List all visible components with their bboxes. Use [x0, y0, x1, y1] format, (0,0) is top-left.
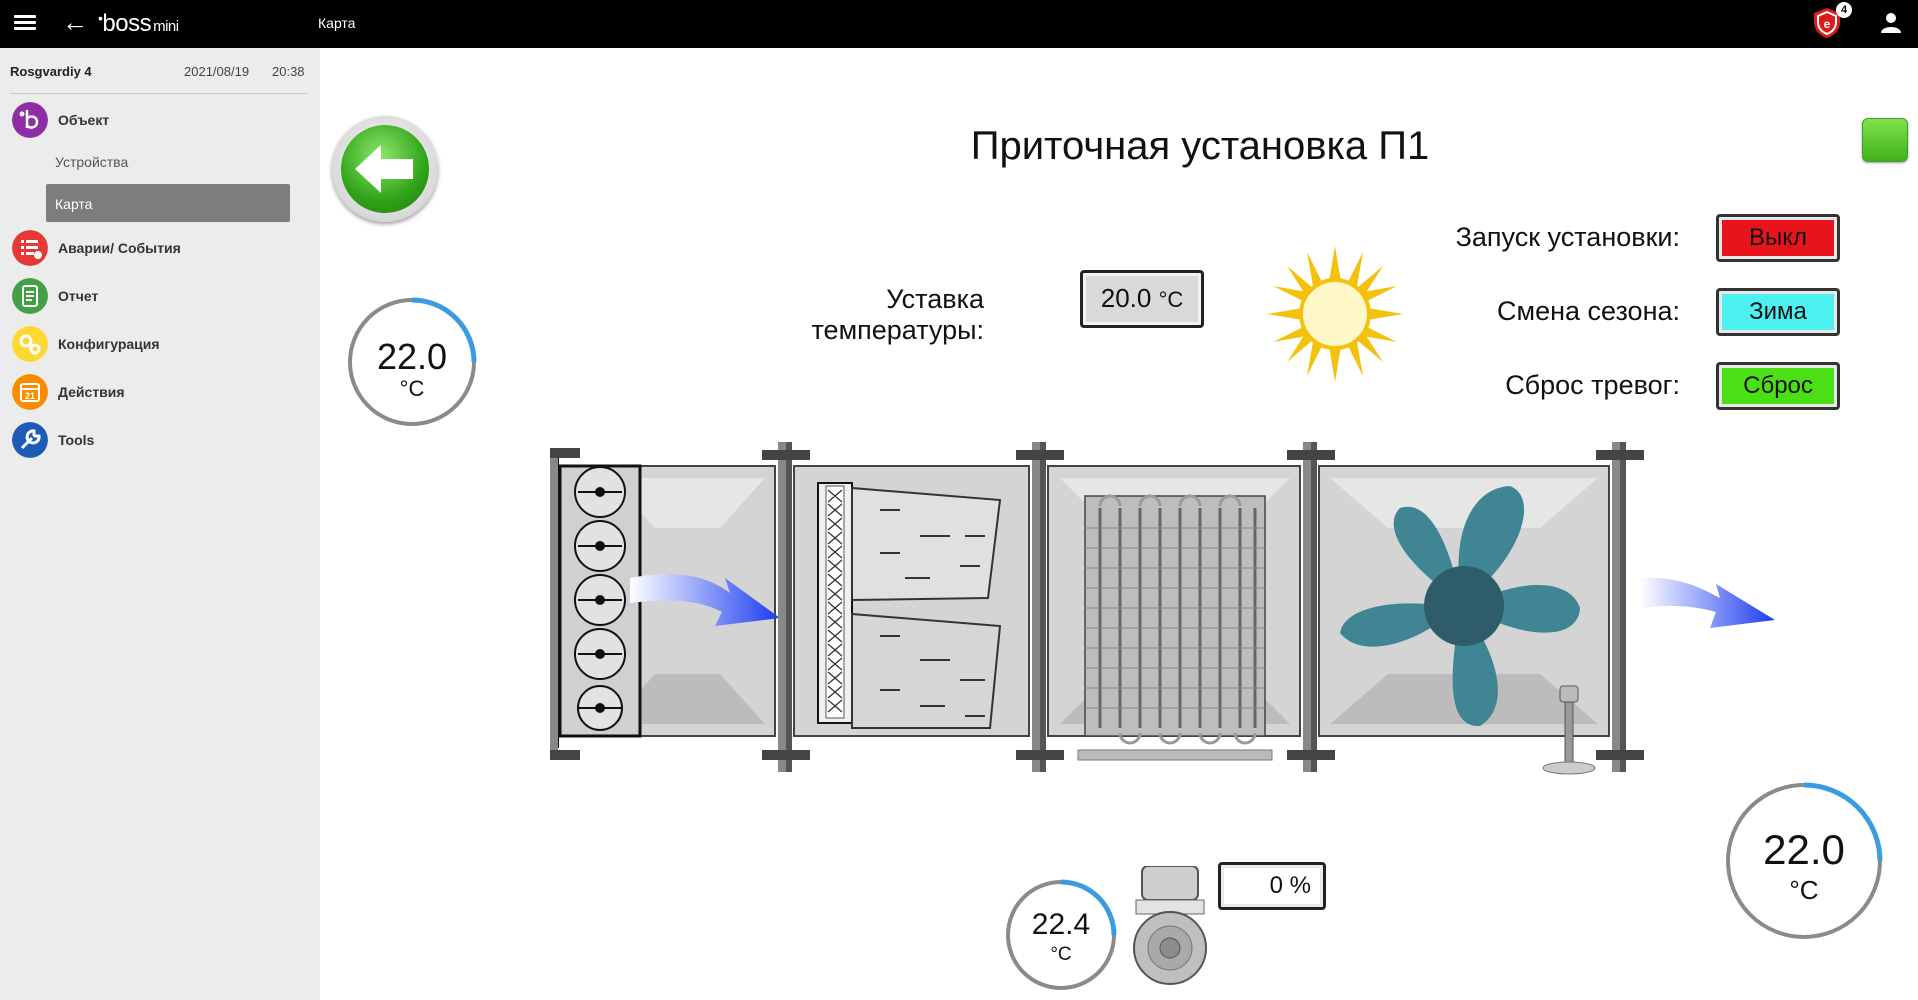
setpoint-field[interactable]: 20.0 °C [1080, 270, 1204, 328]
alarm-list-icon [12, 230, 48, 266]
supply-temp-value: 22.0 [1763, 826, 1845, 873]
back-arrow-icon[interactable]: ← [62, 7, 88, 37]
sidebar-item-label: Отчет [58, 288, 99, 304]
ahu-diagram [550, 442, 1775, 775]
alarm-count-badge: 4 [1836, 2, 1852, 18]
page-breadcrumb: Карта [318, 15, 356, 31]
svg-text:21: 21 [25, 391, 35, 401]
start-label: Запуск установки: [1455, 222, 1680, 252]
pump-icon [1133, 866, 1207, 985]
setpoint-label: Уставка температуры: [811, 284, 984, 345]
sidebar-item-alarms[interactable]: Аварии/ События [12, 228, 302, 268]
reset-label: Сброс тревог: [1505, 370, 1680, 400]
gears-icon [12, 326, 48, 362]
sidebar: Rosgvardiy 4 2021/08/19 20:38 Объект Уст… [0, 48, 320, 1000]
back-button[interactable] [332, 116, 438, 222]
sidebar-item-label: Конфигурация [58, 336, 160, 352]
damper-section [550, 448, 780, 760]
sidebar-item-devices[interactable]: Устройства [55, 154, 129, 170]
wrench-icon [12, 422, 48, 458]
user-icon[interactable] [1880, 12, 1902, 34]
sidebar-item-label: Аварии/ События [58, 240, 181, 256]
status-indicator [1862, 118, 1908, 162]
filter-section [793, 465, 1030, 737]
current-time: 20:38 [272, 64, 305, 79]
valve-percent-display: 0 % [1218, 862, 1326, 910]
water-temp-gauge: 22.4 °C [1004, 878, 1118, 992]
sidebar-item-label: Объект [58, 112, 110, 128]
main-canvas: Приточная установка П1 Уставка температу… [320, 48, 1918, 1000]
setpoint-unit: °C [1158, 287, 1184, 312]
sidebar-item-map[interactable]: Карта [46, 184, 290, 222]
heater-coil-section [1047, 465, 1301, 761]
outdoor-temp-gauge: 22.0 °C [346, 296, 478, 428]
menu-icon[interactable] [14, 12, 36, 34]
supply-temp-unit: °C [1789, 875, 1819, 905]
reset-alarms-button[interactable]: Сброс [1716, 362, 1840, 410]
season-toggle-value: Зима [1722, 294, 1834, 330]
site-name: Rosgvardiy 4 [10, 64, 92, 79]
calendar-icon: 21 [12, 374, 48, 410]
water-temp-value: 22.4 [1031, 908, 1091, 941]
sidebar-item-label: Tools [58, 432, 95, 448]
setpoint-value: 20.0 [1100, 283, 1152, 313]
report-icon [12, 278, 48, 314]
sidebar-item-configuration[interactable]: Конфигурация [12, 324, 302, 364]
reset-alarms-value: Сброс [1722, 368, 1834, 404]
sidebar-item-tools[interactable]: Tools [12, 420, 302, 460]
sun-icon [1267, 246, 1403, 382]
sidebar-item-object[interactable]: Объект [12, 100, 302, 140]
site-header: Rosgvardiy 4 2021/08/19 20:38 [10, 64, 308, 94]
season-label: Смена сезона: [1497, 296, 1680, 326]
season-toggle-button[interactable]: Зима [1716, 288, 1840, 336]
sidebar-item-actions[interactable]: 21 Действия [12, 372, 302, 412]
page-title: Приточная установка П1 [970, 124, 1430, 168]
sidebar-item-label: Действия [58, 384, 125, 400]
alarm-shield-icon[interactable]: e [1810, 6, 1844, 40]
boss-b-icon [12, 102, 48, 138]
current-date: 2021/08/19 [184, 64, 250, 79]
sidebar-item-report[interactable]: Отчет [12, 276, 302, 316]
water-temp-unit: °C [1050, 944, 1072, 965]
fan-section [1318, 465, 1610, 775]
svg-text:e: e [1824, 17, 1831, 31]
outdoor-temp-value: 22.0 [376, 336, 448, 377]
start-toggle-button[interactable]: Выкл [1716, 214, 1840, 262]
outdoor-temp-unit: °C [399, 376, 425, 401]
start-toggle-value: Выкл [1722, 220, 1834, 256]
back-arrow-icon [341, 125, 429, 213]
supply-temp-gauge: 22.0 °C [1724, 781, 1884, 941]
